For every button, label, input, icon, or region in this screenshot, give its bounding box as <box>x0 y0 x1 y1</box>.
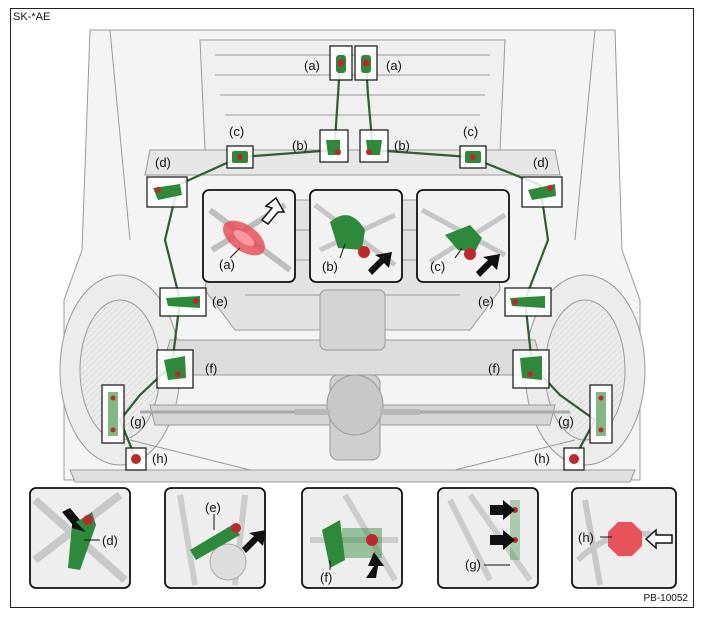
label-c-left: (c) <box>229 124 244 139</box>
detail-inset-d <box>29 487 131 589</box>
label-c-right: (c) <box>463 124 478 139</box>
figure-id: PB-10052 <box>643 593 688 604</box>
label-h-right: (h) <box>534 451 550 466</box>
label-d-right: (d) <box>533 155 549 170</box>
label-g-right: (g) <box>558 414 574 429</box>
detail-inset-g <box>437 487 539 589</box>
detail-inset-c <box>416 189 510 283</box>
inset-label-e: (e) <box>205 500 221 515</box>
inset-label-f: (f) <box>320 570 332 585</box>
label-f-right: (f) <box>488 361 500 376</box>
inset-label-b: (b) <box>322 259 338 274</box>
inset-label-g: (g) <box>465 557 481 572</box>
label-d-left: (d) <box>155 155 171 170</box>
inset-label-c: (c) <box>430 259 445 274</box>
detail-inset-a <box>202 189 296 283</box>
detail-inset-e <box>164 487 266 589</box>
clip-markers <box>108 55 606 464</box>
label-a-left: (a) <box>304 58 320 73</box>
label-h-left: (h) <box>152 451 168 466</box>
detail-inset-h <box>571 487 677 589</box>
detail-inset-b <box>309 189 403 283</box>
callout-boxes <box>101 45 613 471</box>
inset-label-h: (h) <box>578 530 594 545</box>
label-b-left: (b) <box>292 138 308 153</box>
label-e-left: (e) <box>212 294 228 309</box>
inset-label-d: (d) <box>102 533 118 548</box>
callout-labels: (a) (a) (b) (b) (c) (c) (d) (d) (e) (e) … <box>102 58 594 585</box>
label-e-right: (e) <box>478 294 494 309</box>
label-b-right: (b) <box>394 138 410 153</box>
inset-label-a: (a) <box>219 257 235 272</box>
detail-inset-f <box>301 487 403 589</box>
model-code: SK-*AE <box>13 11 51 23</box>
label-a-right: (a) <box>386 58 402 73</box>
label-f-left: (f) <box>205 361 217 376</box>
label-g-left: (g) <box>130 414 146 429</box>
